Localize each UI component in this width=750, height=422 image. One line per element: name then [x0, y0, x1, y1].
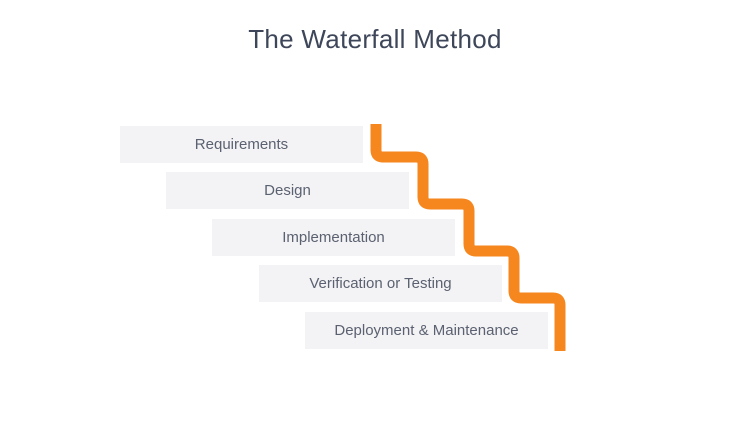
step-box-requirements: Requirements	[120, 126, 363, 163]
step-label-deployment: Deployment & Maintenance	[334, 322, 519, 339]
step-box-deployment: Deployment & Maintenance	[305, 312, 548, 349]
step-box-verification: Verification or Testing	[259, 265, 502, 302]
step-label-verification: Verification or Testing	[309, 275, 452, 292]
step-box-design: Design	[166, 172, 409, 209]
step-label-implementation: Implementation	[282, 229, 385, 246]
step-label-requirements: Requirements	[194, 136, 289, 153]
page-title: The Waterfall Method	[248, 24, 502, 54]
step-label-design: Design	[264, 182, 311, 199]
step-box-implementation: Implementation	[212, 219, 455, 256]
